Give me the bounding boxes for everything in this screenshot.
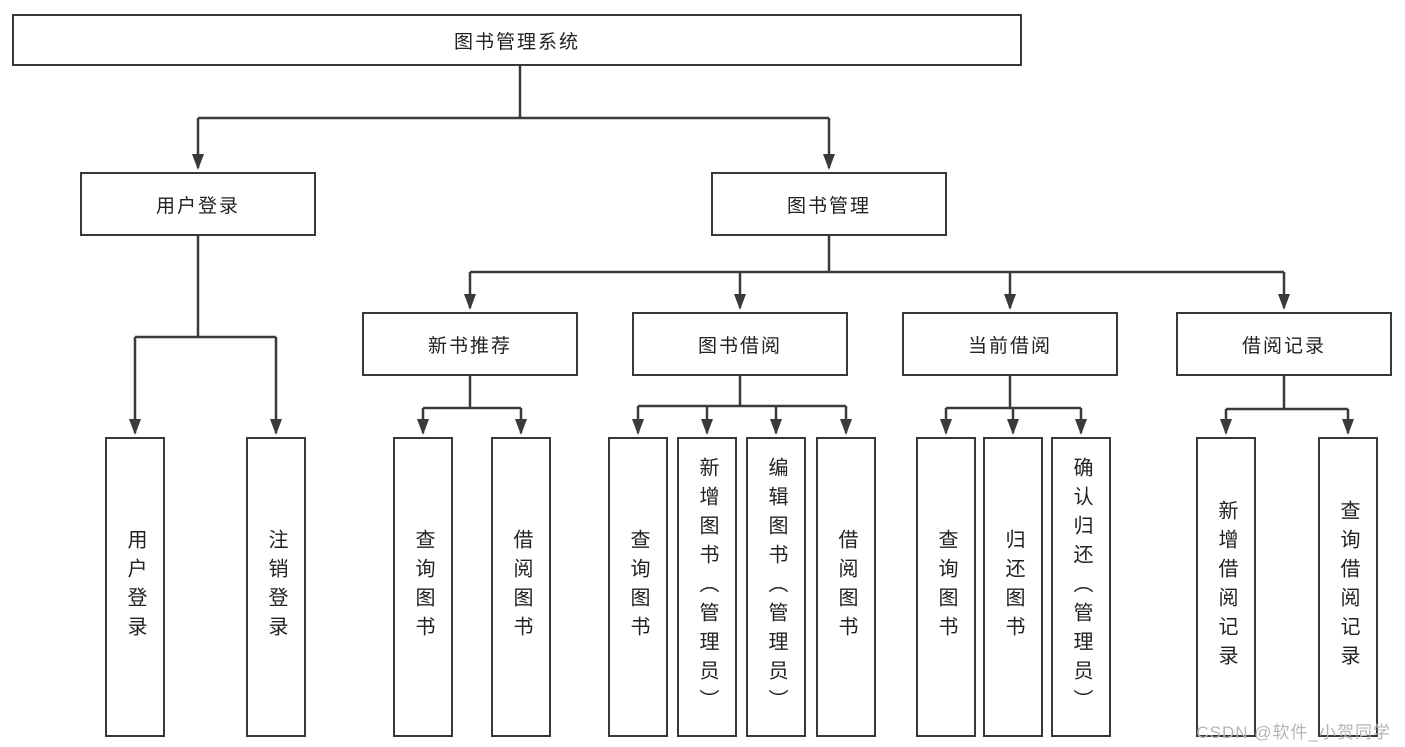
node-current-borrowing: 当前借阅	[902, 312, 1118, 376]
leaf-newrec-borrow-book: 借阅图书	[491, 437, 551, 737]
leaf-current-confirm-return-admin: 确认归还（管理员）	[1051, 437, 1111, 737]
node-book-management: 图书管理	[711, 172, 947, 236]
node-label: 新增借阅记录	[1215, 500, 1237, 674]
node-library-system-root: 图书管理系统	[12, 14, 1022, 66]
node-label: 借阅图书	[510, 529, 532, 645]
node-label: 借阅记录	[1241, 335, 1326, 357]
leaf-newrec-query-book: 查询图书	[393, 437, 453, 737]
node-label: 图书管理系统	[453, 31, 580, 53]
node-label: 用户登录	[124, 529, 146, 645]
node-label: 用户登录	[155, 195, 240, 217]
node-label: 查询借阅记录	[1337, 500, 1359, 674]
leaf-borrow-add-book-admin: 新增图书（管理员）	[677, 437, 737, 737]
node-label: 新书推荐	[427, 335, 512, 357]
node-label: 新增图书（管理员）	[696, 456, 718, 718]
node-new-book-recommend: 新书推荐	[362, 312, 578, 376]
node-label: 注销登录	[265, 529, 287, 645]
node-label: 借阅图书	[835, 529, 857, 645]
leaf-borrow-edit-book-admin: 编辑图书（管理员）	[746, 437, 806, 737]
node-borrow-records: 借阅记录	[1176, 312, 1392, 376]
node-label: 图书管理	[786, 195, 871, 217]
node-label: 查询图书	[627, 529, 649, 645]
node-label: 查询图书	[412, 529, 434, 645]
leaf-borrow-borrow-book: 借阅图书	[816, 437, 876, 737]
node-label: 图书借阅	[697, 335, 782, 357]
leaf-current-query-book: 查询图书	[916, 437, 976, 737]
node-label: 查询图书	[935, 529, 957, 645]
leaf-logout: 注销登录	[246, 437, 306, 737]
node-label: 归还图书	[1002, 529, 1024, 645]
leaf-user-login: 用户登录	[105, 437, 165, 737]
node-label: 编辑图书（管理员）	[765, 456, 787, 718]
node-user-login: 用户登录	[80, 172, 316, 236]
leaf-borrow-query-book: 查询图书	[608, 437, 668, 737]
leaf-records-query-record: 查询借阅记录	[1318, 437, 1378, 737]
csdn-watermark: CSDN @软件_小贺同学	[1196, 723, 1391, 742]
node-label: 当前借阅	[967, 335, 1052, 357]
leaf-records-add-record: 新增借阅记录	[1196, 437, 1256, 737]
node-book-borrowing: 图书借阅	[632, 312, 848, 376]
leaf-current-return-book: 归还图书	[983, 437, 1043, 737]
node-label: 确认归还（管理员）	[1070, 456, 1092, 718]
